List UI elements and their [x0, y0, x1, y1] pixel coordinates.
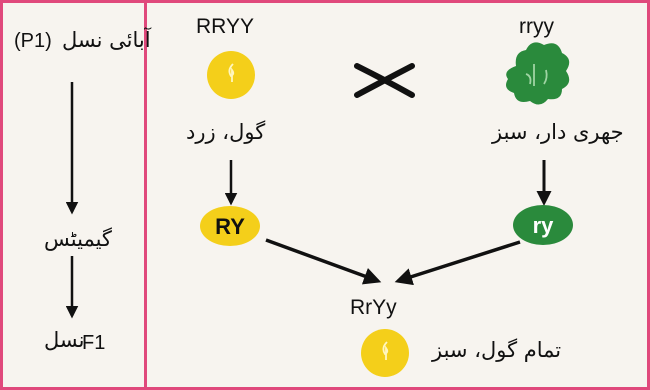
panel-divider	[144, 0, 147, 390]
offspring-description: تمام گول، سبز	[432, 338, 562, 362]
gametes-label: گیمیٹس	[44, 227, 112, 251]
gamete2-label: ry	[533, 213, 555, 238]
cross-symbol-icon	[354, 63, 415, 98]
p1-label: (P1)	[14, 30, 52, 52]
gamete1-ellipse	[200, 206, 260, 246]
f1-urdu-label: نسل	[44, 328, 85, 352]
arrow-gamete2-to-offspring	[394, 240, 521, 286]
p1-urdu-label: آبائی نسل	[62, 28, 151, 52]
parent2-seed	[506, 42, 570, 105]
parent2-description: جھری دار، سبز	[492, 120, 624, 144]
offspring-seed	[361, 329, 409, 377]
parent1-seed	[207, 51, 255, 99]
parent2-genotype: rryy	[519, 15, 554, 38]
arrow-gamete1-to-offspring	[265, 238, 382, 285]
gamete1-label: RY	[215, 214, 245, 239]
f1-label: F1	[82, 332, 106, 354]
offspring-genotype: RrYy	[350, 296, 397, 319]
parent1-description: گول، زرد	[186, 120, 266, 144]
parent1-genotype: RRYY	[196, 15, 254, 38]
gamete2-ellipse	[513, 205, 573, 245]
